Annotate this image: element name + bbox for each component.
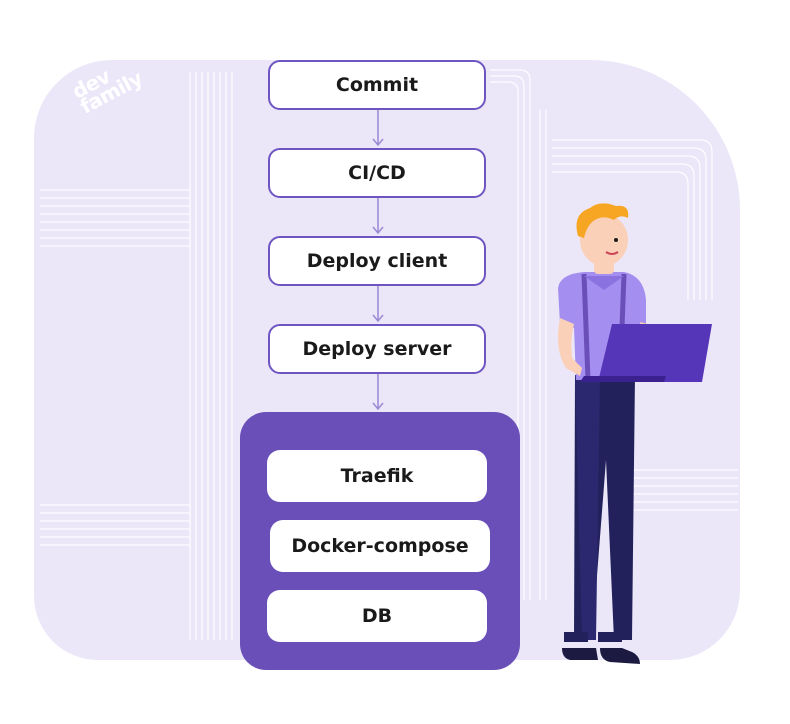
service-label: DB: [361, 605, 393, 627]
step-label: CI/CD: [348, 162, 406, 184]
service-traefik: Traefik: [267, 450, 487, 502]
developer-illustration: [558, 203, 712, 664]
step-ci-cd: CI/CD: [268, 148, 486, 198]
step-label: Deploy server: [302, 338, 452, 360]
arrow-down-icon: [372, 374, 384, 411]
arrow-down-icon: [372, 286, 384, 323]
arrow-down-icon: [372, 198, 384, 235]
server-container: Traefik Docker-compose DB: [240, 412, 520, 670]
service-db: DB: [267, 590, 487, 642]
step-commit: Commit: [268, 60, 486, 110]
service-label: Traefik: [340, 465, 414, 487]
service-docker-compose: Docker-compose: [270, 520, 490, 572]
step-deploy-client: Deploy client: [268, 236, 486, 286]
step-deploy-server: Deploy server: [268, 324, 486, 374]
service-label: Docker-compose: [291, 535, 469, 557]
arrow-down-icon: [372, 110, 384, 147]
step-label: Commit: [335, 74, 419, 96]
step-label: Deploy client: [306, 250, 448, 272]
